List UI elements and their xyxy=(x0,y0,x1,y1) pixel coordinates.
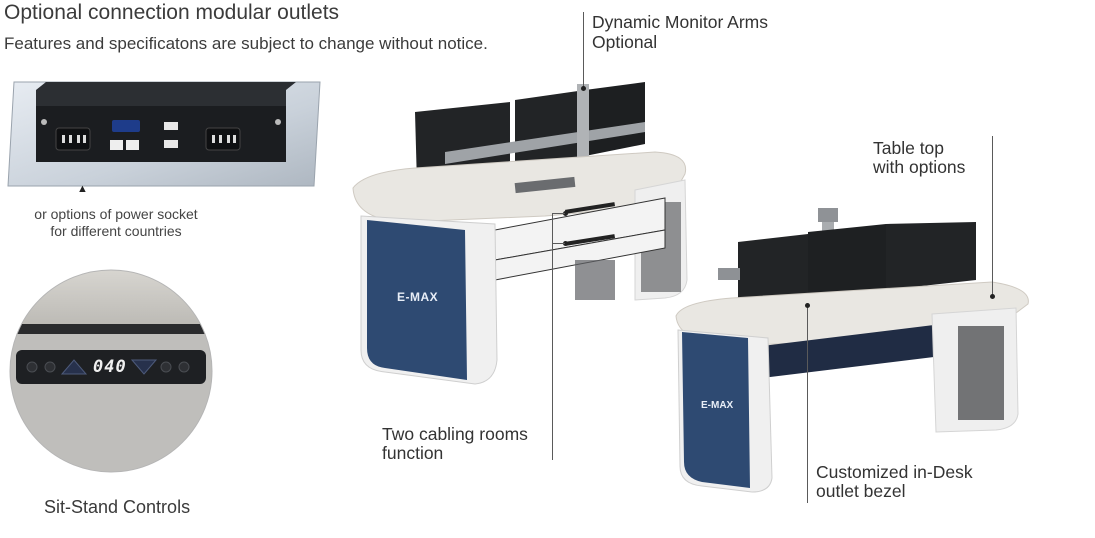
callout-table-top-line1: Table top xyxy=(873,138,945,158)
monitor-array-icon xyxy=(415,82,645,184)
callout-table-top-line2: with options xyxy=(873,157,966,177)
leader-dot xyxy=(805,303,810,308)
leader-dot xyxy=(581,86,586,91)
leader-branch xyxy=(553,243,565,244)
leader-dot xyxy=(563,241,568,246)
desk-navy-panel-icon xyxy=(367,220,467,380)
main-desk-image xyxy=(352,82,688,385)
network-port-icon xyxy=(110,120,140,150)
desk-logo-main: E-MAX xyxy=(397,290,439,304)
power-socket-icon xyxy=(55,127,91,151)
monitor-array-icon xyxy=(718,222,976,306)
callout-monitor-arms-line2: Optional xyxy=(592,32,658,52)
leader-line-cabling xyxy=(552,213,553,460)
leader-dot xyxy=(563,211,568,216)
outlet-caption-line1: or options of power socket xyxy=(34,206,198,222)
usb-port-icon xyxy=(164,122,178,148)
leader-line-monitor-arms xyxy=(583,12,584,88)
outlet-panel-image xyxy=(7,81,321,187)
height-display-readout: 040 xyxy=(93,357,127,377)
page-title: Optional connection modular outlets xyxy=(4,1,340,24)
page-subtitle: Features and specificatons are subject t… xyxy=(4,34,488,53)
controls-caption: Sit-Stand Controls xyxy=(44,497,191,517)
power-socket-icon xyxy=(205,127,241,151)
outlet-caption-line2: for different countries xyxy=(50,223,182,239)
leader-dot xyxy=(990,294,995,299)
callout-cabling-line2: function xyxy=(382,443,444,463)
triangle-marker-icon: ▲ xyxy=(77,183,88,195)
callout-monitor-arms-line1: Dynamic Monitor Arms xyxy=(592,12,769,32)
sit-stand-controls-image xyxy=(9,269,213,473)
callout-cabling-line1: Two cabling rooms xyxy=(382,424,528,444)
leader-line-table-top xyxy=(992,136,993,296)
callout-bezel-line1: Customized in-Desk xyxy=(816,462,973,482)
secondary-desk-image xyxy=(675,208,1029,493)
leader-line-bezel xyxy=(807,305,808,503)
leader-branch xyxy=(553,213,565,214)
desk-navy-panel-icon xyxy=(682,332,750,488)
desk-logo-secondary: E-MAX xyxy=(701,400,734,411)
callout-bezel-line2: outlet bezel xyxy=(816,481,906,501)
